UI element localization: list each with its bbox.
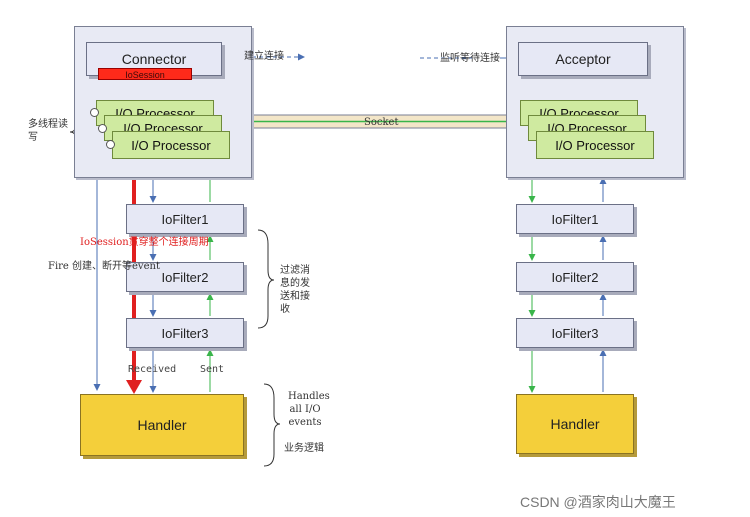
right-iofilter-1: IoFilter1 <box>516 204 634 234</box>
left-handler: Handler <box>80 394 244 456</box>
connector-box: Connector <box>86 42 222 76</box>
acceptor-box: Acceptor <box>518 42 648 76</box>
left-iofilter-1: IoFilter1 <box>126 204 244 234</box>
socket-label: Socket <box>364 117 399 128</box>
left-iofilter-3: IoFilter3 <box>126 318 244 348</box>
sent-label: Sent <box>200 364 225 375</box>
filter-note: 过滤消息的发送和接收 <box>280 265 310 315</box>
processor-ring-icon <box>106 140 115 149</box>
right-handler: Handler <box>516 394 634 454</box>
left-iofilter-2: IoFilter2 <box>126 262 244 292</box>
right-iofilter-3: IoFilter3 <box>516 318 634 348</box>
listen-note: 监听等待连接 <box>440 53 500 64</box>
left-processor-3: I/O Processor <box>112 131 230 159</box>
processor-ring-icon <box>98 124 107 133</box>
right-processor-3: I/O Processor <box>536 131 654 159</box>
received-label: Received <box>128 364 177 375</box>
fire-event-note: Fire 创建、断开等event <box>48 261 160 272</box>
handles-note: Handles all I/O events <box>288 391 330 428</box>
iosession-span-note: IoSession贯穿整个连接周期 <box>80 237 209 248</box>
processor-ring-icon <box>90 108 99 117</box>
handler-brace <box>263 383 281 467</box>
multithread-note: 多线程读写 <box>28 119 68 143</box>
right-iofilter-2: IoFilter2 <box>516 262 634 292</box>
establish-connection-note: 建立连接 <box>244 51 284 62</box>
watermark: CSDN @酒家肉山大魔王 <box>520 494 676 510</box>
business-logic-note: 业务逻辑 <box>284 443 324 454</box>
iosession-tag: IoSession <box>98 68 192 80</box>
filter-brace <box>257 229 275 329</box>
